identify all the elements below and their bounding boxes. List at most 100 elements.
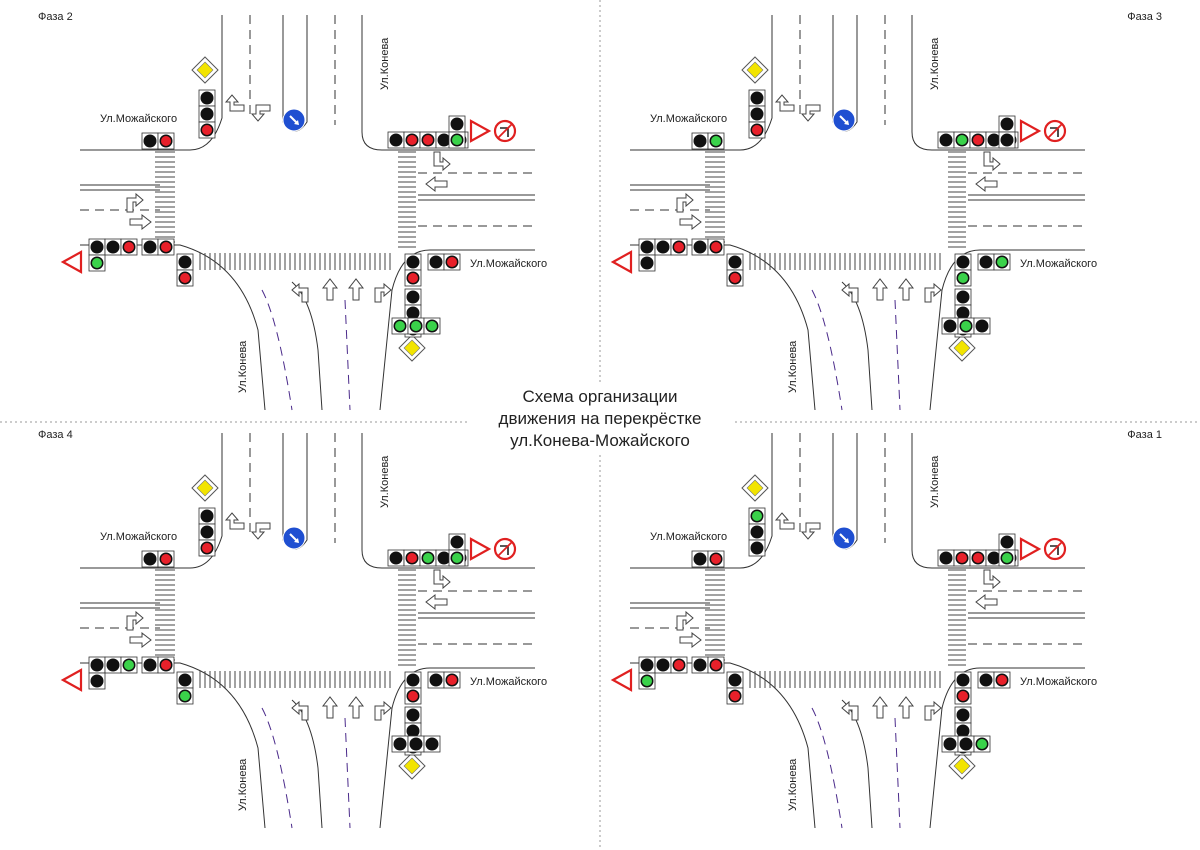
light-west-1-bulb xyxy=(656,240,670,254)
lane-arrow-e2 xyxy=(975,175,998,193)
lane-dash-s1 xyxy=(811,707,843,829)
give-way-sign-west xyxy=(60,668,83,692)
crosswalk-east xyxy=(398,569,416,666)
main-road-sign-south-fill xyxy=(953,757,971,775)
light-east-ped-0-bulb xyxy=(389,133,403,147)
light-se-0-bulb xyxy=(406,708,420,722)
light-se-row-1-lit xyxy=(411,321,421,331)
street-label-koneva-north: Ул.Конева xyxy=(379,37,391,90)
street-label-mozhayskogo-west: Ул.Можайского xyxy=(650,531,727,543)
lane-arrow-w2 xyxy=(679,213,702,231)
lane-arrow-w1 xyxy=(676,192,694,213)
street-label-koneva-south: Ул.Конева xyxy=(237,758,249,811)
keep-right-sign-head xyxy=(294,538,299,543)
light-west-1-bulb xyxy=(656,658,670,672)
light-south-ped-1-lit xyxy=(408,691,418,701)
lane-arrow-s4 xyxy=(374,700,392,721)
light-east-up-0-bulb xyxy=(450,535,464,549)
street-label-mozhayskogo-west: Ул.Можайского xyxy=(100,113,177,125)
light-se-1-bulb xyxy=(406,306,420,320)
give-way-sign-east xyxy=(469,537,492,561)
lane-arrow-s2 xyxy=(871,278,889,301)
light-west-side-1-lit xyxy=(161,660,171,670)
lane-arrow-s1 xyxy=(841,700,859,721)
light-east-0-lit xyxy=(423,553,433,563)
light-east-up-0-bulb xyxy=(1000,117,1014,131)
crosswalk-south xyxy=(199,253,391,270)
light-east-up-0-bulb xyxy=(1000,535,1014,549)
light-se-row-2-lit xyxy=(427,321,437,331)
crosswalk-west xyxy=(705,569,725,661)
street-label-koneva-north: Ул.Конева xyxy=(929,37,941,90)
main-road-sign-south-fill xyxy=(403,339,421,357)
light-south-1-lit xyxy=(730,273,740,283)
crosswalk-west xyxy=(705,151,725,243)
lane-dash-s2 xyxy=(894,299,901,411)
light-south-ped-1-lit xyxy=(408,273,418,283)
light-west-0-bulb xyxy=(640,658,654,672)
road-edge-nw xyxy=(80,15,223,151)
light-se-ped-0-bulb xyxy=(429,673,443,687)
road-edge-ne xyxy=(911,15,1085,151)
phase-label: Фаза 4 xyxy=(38,429,73,441)
no-left-turn-sign-bar xyxy=(1047,541,1063,557)
light-west-2-lit xyxy=(674,242,684,252)
lane-dash-s2 xyxy=(894,717,901,829)
phase-label: Фаза 2 xyxy=(38,11,73,23)
light-south-1-lit xyxy=(180,691,190,701)
light-se-1-bulb xyxy=(406,724,420,738)
no-left-turn-sign-bar xyxy=(497,541,513,557)
street-label-mozhayskogo-west: Ул.Можайского xyxy=(100,531,177,543)
light-west-side-1-lit xyxy=(161,242,171,252)
light-west-side-0-bulb xyxy=(693,658,707,672)
light-west-0-bulb xyxy=(90,240,104,254)
phase-label: Фаза 1 xyxy=(1127,429,1162,441)
light-north-2-lit xyxy=(752,125,762,135)
light-se-ped-1-lit xyxy=(997,675,1007,685)
light-east-1-bulb xyxy=(987,133,1001,147)
road-edge-sw xyxy=(630,244,816,411)
street-label-koneva-north: Ул.Конева xyxy=(379,455,391,508)
no-left-turn-sign-bar xyxy=(1047,123,1063,139)
crosswalk-south xyxy=(749,671,941,688)
give-way-sign-east xyxy=(1019,537,1042,561)
crosswalk-east xyxy=(948,151,966,248)
light-north-ped-1-lit xyxy=(161,554,171,564)
lane-arrow-n2 xyxy=(250,104,271,122)
road-edge-sw xyxy=(80,244,266,411)
lane-arrow-n2 xyxy=(800,104,821,122)
crosswalk-west xyxy=(155,151,175,243)
light-se-0-bulb xyxy=(956,708,970,722)
lane-arrow-s1 xyxy=(291,282,309,303)
light-west-side-1-lit xyxy=(711,242,721,252)
light-se-row-2-lit xyxy=(977,739,987,749)
crosswalk-south xyxy=(199,671,391,688)
keep-right-sign-head xyxy=(844,538,849,543)
street-label-koneva-south: Ул.Конева xyxy=(787,758,799,811)
light-east-1-bulb xyxy=(437,133,451,147)
lane-arrow-s3 xyxy=(347,696,365,719)
light-se-row-1-bulb xyxy=(959,737,973,751)
crosswalk-east xyxy=(398,151,416,248)
light-south-ped-1-lit xyxy=(958,273,968,283)
street-label-koneva-south: Ул.Конева xyxy=(237,340,249,393)
lane-arrow-w2 xyxy=(679,631,702,649)
lane-arrow-s2 xyxy=(321,278,339,301)
lane-arrow-s1 xyxy=(291,700,309,721)
light-west-side-0-bulb xyxy=(143,240,157,254)
lane-dash-s1 xyxy=(261,707,293,829)
street-label-mozhayskogo-east: Ул.Можайского xyxy=(470,676,547,688)
lane-arrow-w2 xyxy=(129,213,152,231)
light-se-ped-1-lit xyxy=(447,257,457,267)
light-east-ped-0-bulb xyxy=(939,133,953,147)
light-west-0-bulb xyxy=(640,240,654,254)
lane-arrow-w1 xyxy=(126,610,144,631)
keep-right-sign-head xyxy=(844,120,849,125)
light-west-1-bulb xyxy=(106,240,120,254)
road-edge-nw xyxy=(630,15,773,151)
light-se-row-1-lit xyxy=(961,321,971,331)
phase-tr: Фаза 3Ул.МожайскогоУл.МожайскогоУл.Конев… xyxy=(610,11,1162,411)
lane-arrow-n2 xyxy=(250,522,271,540)
light-south-ped-1-lit xyxy=(958,691,968,701)
light-se-1-bulb xyxy=(956,724,970,738)
